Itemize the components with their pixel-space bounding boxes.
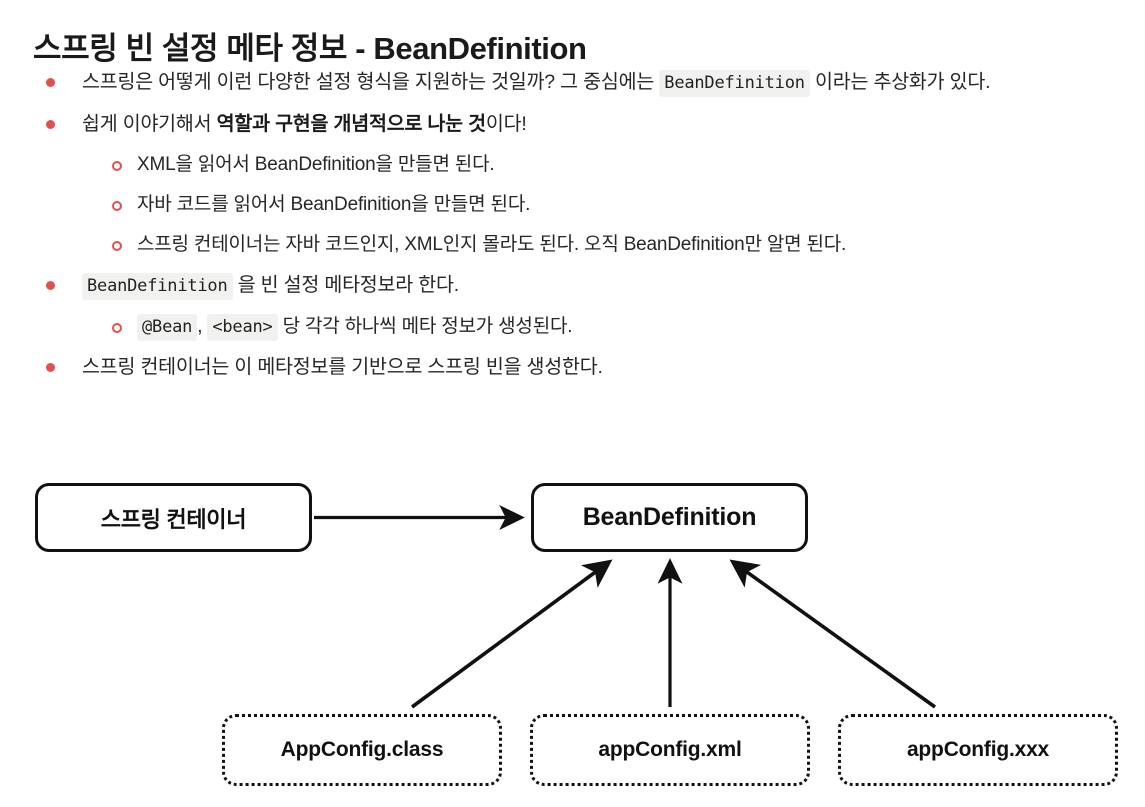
- diagram-node-appconfig-class[interactable]: AppConfig.class: [222, 714, 502, 786]
- diagram-node-appconfig-xxx[interactable]: appConfig.xxx: [838, 714, 1118, 786]
- bullet-marker-icon: [46, 120, 55, 129]
- edge-appconfigclass-to-beandefinition: [410, 559, 613, 709]
- inline-code: BeanDefinition: [82, 273, 233, 300]
- inline-code: @Bean: [137, 314, 198, 341]
- diagram-node-appconfig-xxx-label: appConfig.xxx: [906, 738, 1050, 761]
- sub-bullet-marker-icon: [112, 161, 122, 171]
- list-item: 스프링은 어떻게 이런 다양한 설정 형식을 지원하는 것일까? 그 중심에는 …: [0, 62, 1145, 104]
- bullet-list: 스프링은 어떻게 이런 다양한 설정 형식을 지원하는 것일까? 그 중심에는 …: [0, 62, 1145, 388]
- sub-bullet-marker-icon: [112, 201, 122, 211]
- list-item-text: 자바 코드를 읽어서 BeanDefinition을 만들면 된다.: [137, 194, 531, 215]
- sub-bullet-marker-icon: [112, 241, 122, 251]
- diagram-connectors: [314, 505, 937, 709]
- inline-code: <bean>: [207, 314, 278, 341]
- list-item-sub: 자바 코드를 읽어서 BeanDefinition을 만들면 된다.: [0, 185, 1145, 225]
- sub-bullet-marker-icon: [112, 323, 122, 333]
- bullet-marker-icon: [46, 281, 55, 290]
- inline-code: BeanDefinition: [659, 70, 810, 97]
- list-item-text: 을 빈 설정 메타정보라 한다.: [232, 274, 459, 296]
- list-item-sub: 스프링 컨테이너는 자바 코드인지, XML인지 몰라도 된다. 오직 Bean…: [0, 225, 1145, 265]
- diagram-node-appconfig-class-label: AppConfig.class: [280, 738, 444, 761]
- bullet-marker-icon: [46, 363, 55, 372]
- list-item-text: 스프링은 어떻게 이런 다양한 설정 형식을 지원하는 것일까? 그 중심에는: [82, 71, 660, 93]
- list-item-text: 이다!: [485, 113, 527, 135]
- list-item-text: 쉽게 이야기해서: [82, 113, 217, 135]
- list-item-text: ,: [197, 316, 208, 337]
- page-title: 스프링 빈 설정 메타 정보 - BeanDefinition: [33, 30, 587, 66]
- list-item: 스프링 컨테이너는 이 메타정보를 기반으로 스프링 빈을 생성한다.: [0, 347, 1145, 388]
- list-item-sub: XML을 읽어서 BeanDefinition을 만들면 된다.: [0, 145, 1145, 185]
- diagram-node-appconfig-xml[interactable]: appConfig.xml: [530, 714, 810, 786]
- emphasis-text: 역할과 구현을 개념적으로 나눈 것: [216, 113, 486, 135]
- list-item-text: XML을 읽어서 BeanDefinition을 만들면 된다.: [137, 154, 495, 175]
- diagram-node-bean-definition-label: BeanDefinition: [582, 503, 757, 531]
- list-item: 쉽게 이야기해서 역할과 구현을 개념적으로 나눈 것이다!: [0, 104, 1145, 145]
- diagram-node-bean-definition[interactable]: BeanDefinition: [531, 483, 808, 552]
- list-item-text: 당 각각 하나씩 메타 정보가 생성된다.: [277, 316, 573, 337]
- beandefinition-diagram: 스프링 컨테이너 BeanDefinition AppConfig.class …: [0, 455, 1145, 807]
- bullet-marker-icon: [46, 78, 55, 87]
- diagram-node-spring-container-label: 스프링 컨테이너: [100, 506, 247, 532]
- list-item-text: 이라는 추상화가 있다.: [809, 71, 991, 93]
- diagram-node-appconfig-xml-label: appConfig.xml: [598, 738, 742, 761]
- edge-appconfigxxx-to-beandefinition: [729, 559, 937, 709]
- list-item: BeanDefinition 을 빈 설정 메타정보라 한다.: [0, 265, 1145, 307]
- diagram-node-spring-container[interactable]: 스프링 컨테이너: [35, 483, 312, 552]
- list-item-sub: @Bean, <bean> 당 각각 하나씩 메타 정보가 생성된다.: [0, 307, 1145, 347]
- list-item-text: 스프링 컨테이너는 이 메타정보를 기반으로 스프링 빈을 생성한다.: [82, 356, 603, 378]
- list-item-text: 스프링 컨테이너는 자바 코드인지, XML인지 몰라도 된다. 오직 Bean…: [137, 234, 847, 255]
